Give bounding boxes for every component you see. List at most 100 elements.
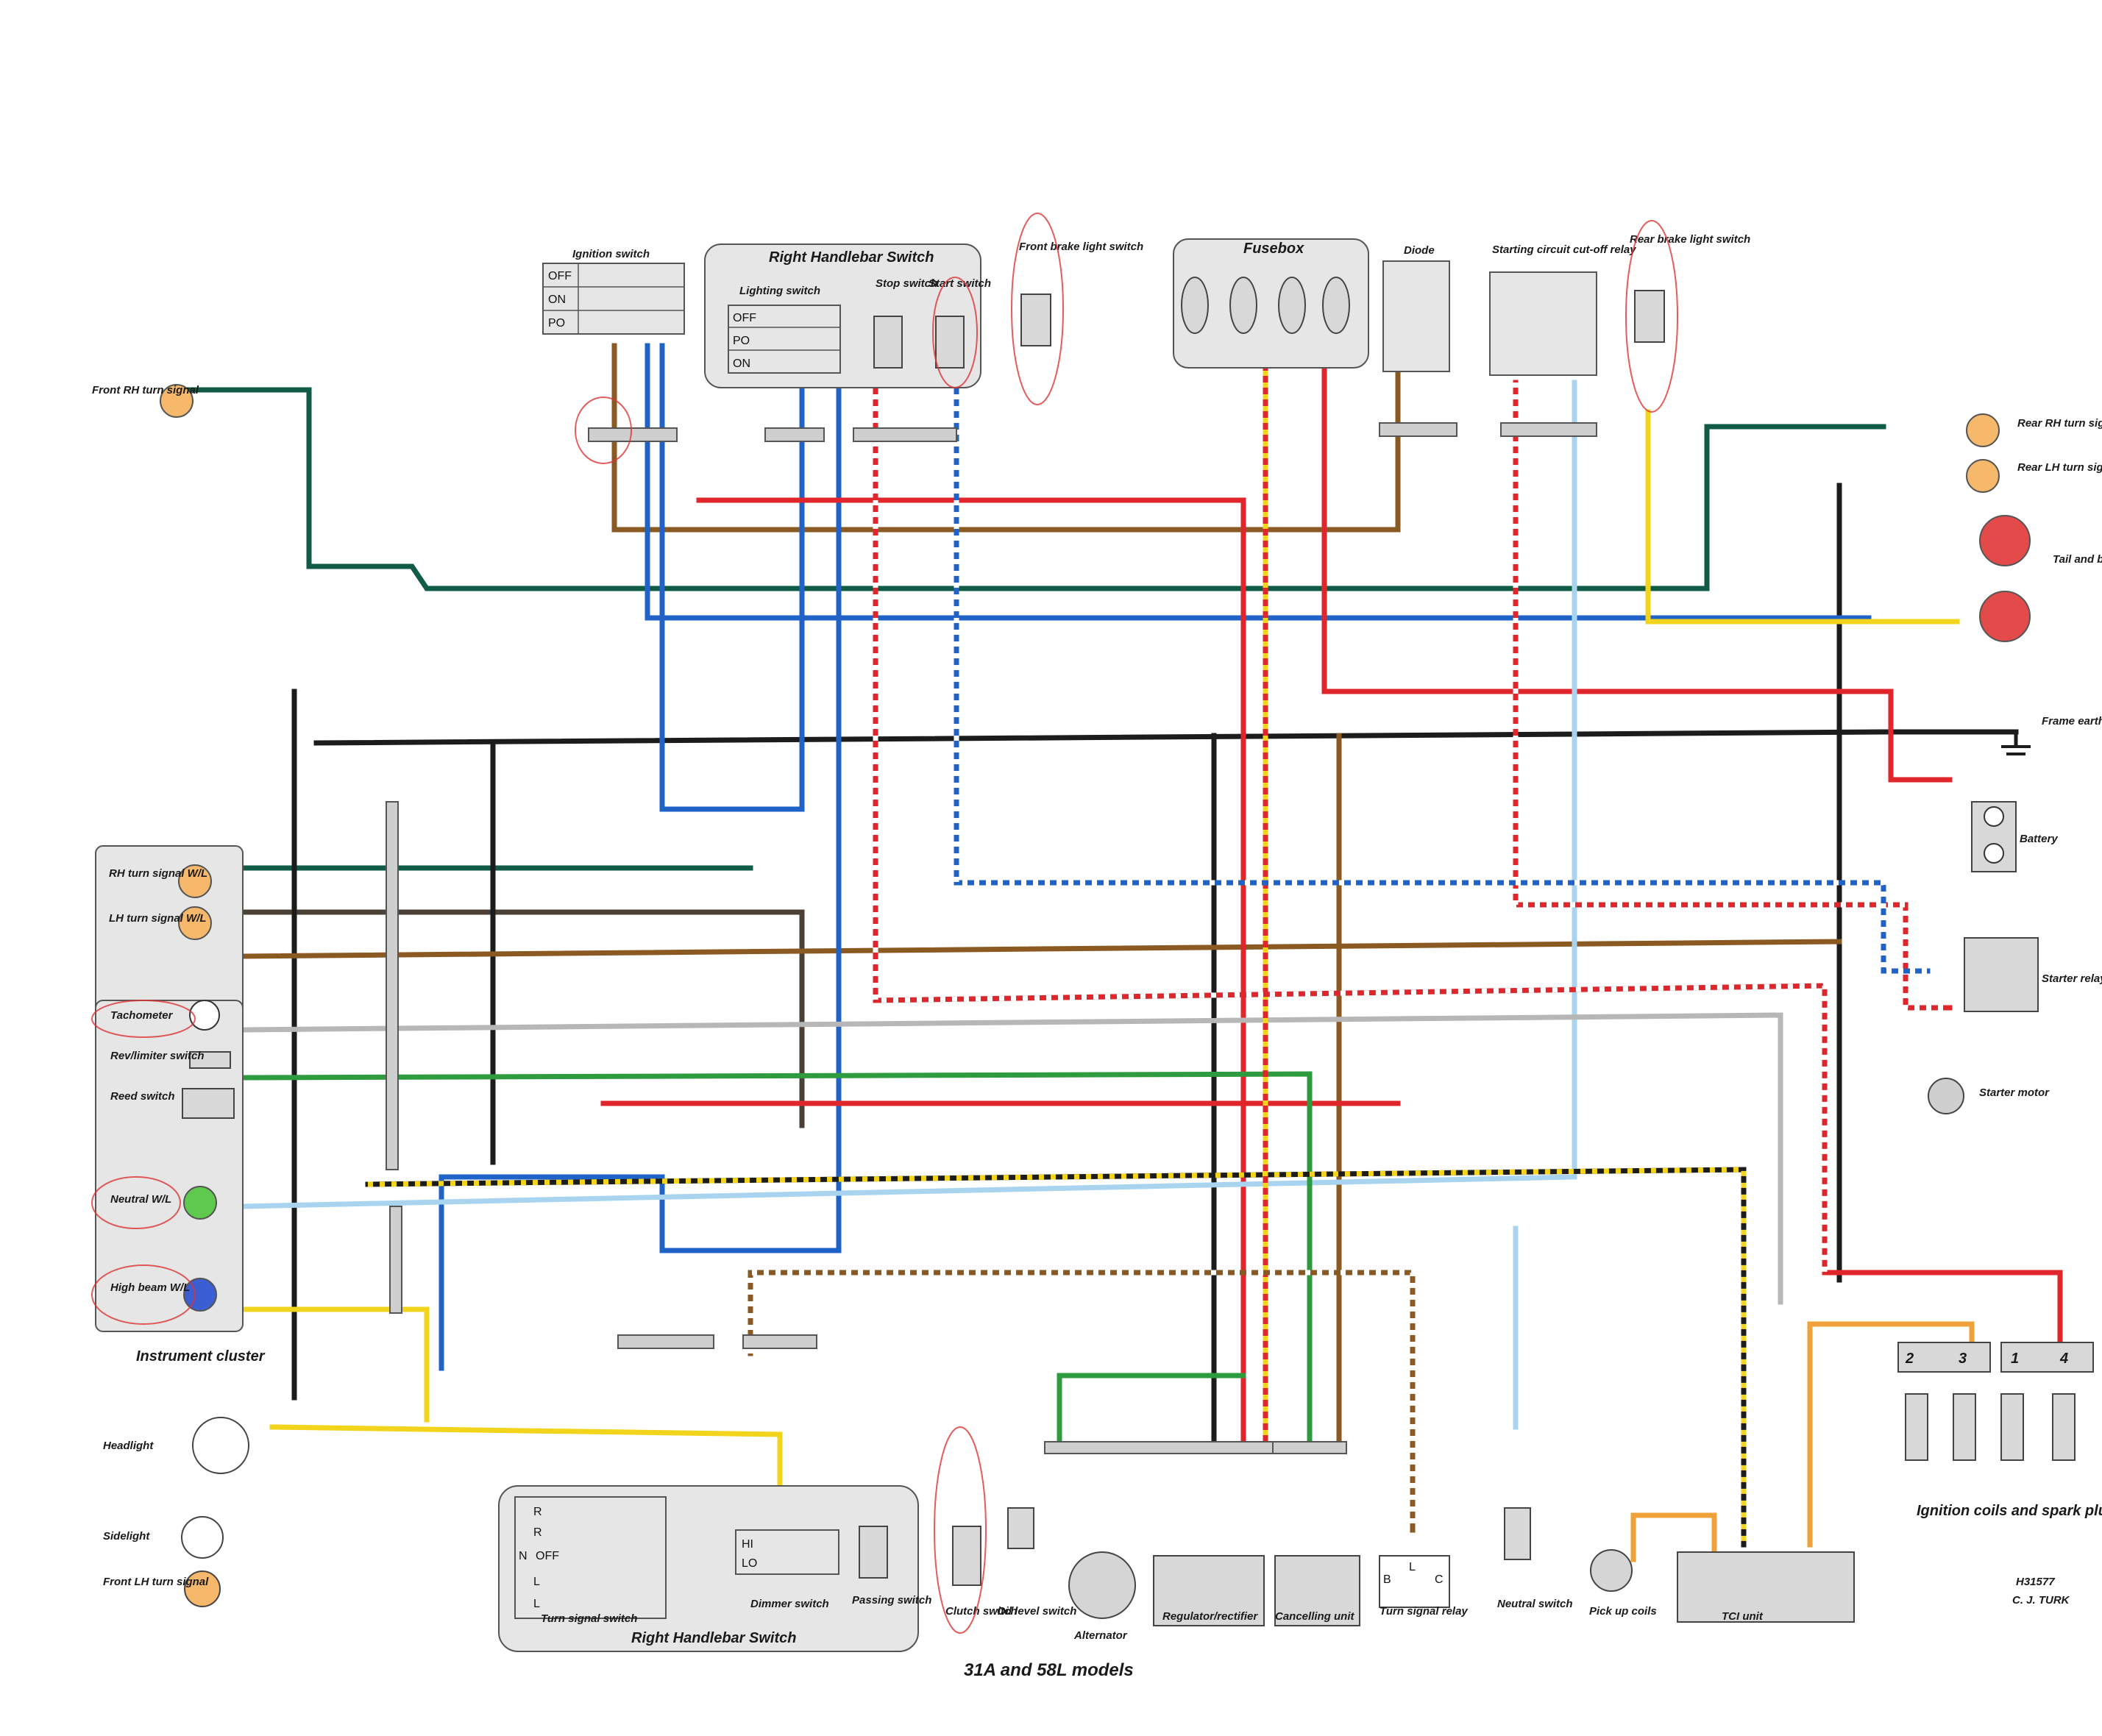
mark-circle-rear-brake [1625, 220, 1678, 413]
wire-black-yellow-tracer [367, 1167, 1747, 1545]
connector-ign [588, 427, 678, 442]
ignition-pos-0: OFF [548, 270, 572, 282]
reference-code: H31577 [2016, 1576, 2055, 1588]
rear-brake-light-switch[interactable]: Rear brake light switch [1630, 233, 1750, 343]
alternator-label: Alternator [1073, 1629, 1128, 1642]
wire-green-alt [1057, 1373, 1246, 1445]
connector-start [853, 427, 957, 442]
front-lh-turn-label: Front LH turn signal [103, 1576, 209, 1588]
wire-red-white-2-base [873, 380, 1828, 1276]
wire-orange-pickup [1630, 1512, 1717, 1570]
wire-red-main [696, 497, 1246, 1445]
wire-green-dash [240, 1071, 1313, 1445]
wire-frame-earth [313, 729, 2019, 746]
instrument-cluster-label: Instrument cluster [136, 1348, 266, 1365]
clutch-switch-label: Clutch switch [945, 1605, 1018, 1618]
wire-brown-cluster [240, 939, 1842, 959]
front-brake-light-switch[interactable]: Front brake light switch [1019, 241, 1143, 346]
neutral-wl-label: Neutral W/L [110, 1193, 171, 1206]
lighting-pos-0: OFF [733, 312, 756, 324]
rear-lh-turn-signal: Rear LH turn signal [1966, 459, 2102, 493]
rear-rh-turn-signal: Rear RH turn signal [1966, 413, 2102, 447]
rear-lh-turn-label: Rear LH turn signal [2017, 461, 2102, 474]
wire-blue-left [659, 343, 805, 812]
connector-relay [1500, 422, 1597, 437]
turn-pos-0: R [533, 1506, 542, 1518]
lighting-pos-1: PO [733, 335, 750, 347]
clutch-switch[interactable]: Clutch switch [945, 1526, 1018, 1618]
starter-motor-label: Starter motor [1979, 1086, 2050, 1099]
headlight-label: Headlight [103, 1440, 154, 1452]
rh-switch-top-label: Right Handlebar Switch [769, 249, 934, 266]
wire-blue-white-base [954, 380, 1931, 974]
coil-num-3: 3 [1959, 1351, 1967, 1367]
wire-lh-turn [218, 909, 805, 1128]
turn-pos-2: N [519, 1550, 528, 1562]
front-rh-turn-label: Front RH turn signal [92, 384, 199, 396]
fusebox[interactable]: Fusebox [1173, 238, 1369, 369]
starting-circuit-relay[interactable]: Starting circuit cut-off relay [1489, 243, 1636, 376]
neutral-switch: Neutral switch [1497, 1507, 1573, 1610]
rear-brake-switch-label: Rear brake light switch [1630, 233, 1750, 246]
turn-signal-switch-label: Turn signal switch [541, 1612, 637, 1625]
mark-circle-tach [91, 1000, 196, 1038]
wire-red-white-2-tracer [873, 383, 1828, 1273]
diode-label: Diode [1404, 244, 1435, 257]
relay-term-b: B [1383, 1573, 1391, 1586]
tci-unit: TCI unit [1677, 1551, 1855, 1623]
fusebox-label: Fusebox [1243, 241, 1304, 257]
headlight: Headlight [103, 1417, 249, 1474]
battery-label: Battery [2020, 833, 2058, 845]
connector-vert-cluster [386, 801, 399, 1170]
connector-lower-1 [617, 1334, 714, 1349]
relay-term-l: L [1409, 1561, 1416, 1573]
ignition-coils-label: Ignition coils and spark plugs [1917, 1503, 2102, 1519]
right-handlebar-switch-bottom[interactable]: R R N OFF L L Turn signal switch HI LO D… [498, 1485, 931, 1652]
connector-light [764, 427, 825, 442]
lighting-pos-2: ON [733, 357, 750, 370]
stop-switch-label: Stop switch [876, 277, 937, 290]
sidelight: Sidelight [103, 1516, 224, 1559]
coil-num-4: 4 [2059, 1351, 2068, 1367]
mark-circle-clutch [934, 1426, 987, 1634]
lighting-switch-label: Lighting switch [739, 285, 820, 297]
passing-switch-label: Passing switch [852, 1594, 931, 1607]
dimmer-switch-label: Dimmer switch [750, 1598, 829, 1610]
component-layer: Ignition switch OFF ON PO Right Handleba… [91, 213, 2102, 1652]
oil-level-label: Oil level switch [997, 1605, 1076, 1618]
cancelling-unit: Cancelling unit [1274, 1555, 1360, 1626]
regulator-label: Regulator/rectifier [1162, 1610, 1258, 1623]
connector-lower-2 [742, 1334, 817, 1349]
wire-yellow-rear [1645, 409, 1960, 625]
alternator: Alternator [1068, 1551, 1136, 1642]
ignition-switch[interactable]: Ignition switch OFF ON PO [542, 248, 685, 335]
turn-signal-relay: L B C Turn signal relay [1379, 1555, 1468, 1618]
mark-circle-highbeam [91, 1264, 196, 1325]
ignition-switch-label: Ignition switch [572, 248, 650, 260]
dimmer-pos-0: HI [742, 1538, 753, 1551]
frame-earth-label: Frame earth [2042, 715, 2102, 728]
wire-red-white-base [1513, 380, 1953, 1011]
pickup-coils-label: Pick up coils [1589, 1605, 1657, 1618]
ignition-pos-1: ON [548, 294, 566, 306]
turn-pos-5: L [533, 1598, 540, 1610]
starter-relay-label: Starter relay [2042, 972, 2102, 985]
right-handlebar-switch-top[interactable]: Right Handlebar Switch Lighting switch O… [704, 243, 991, 388]
starter-relay: Starter relay [1964, 937, 2102, 1012]
turn-pos-4: L [533, 1576, 540, 1588]
frame-earth: Frame earth [2001, 715, 2102, 755]
battery: Battery [1971, 801, 2058, 872]
tachometer-label: Tachometer [110, 1009, 174, 1022]
dimmer-pos-1: LO [742, 1557, 757, 1570]
starting-relay-label: Starting circuit cut-off relay [1492, 243, 1636, 256]
coil-num-1: 1 [2011, 1351, 2019, 1367]
diode[interactable]: Diode [1382, 244, 1450, 372]
turn-relay-label: Turn signal relay [1380, 1605, 1468, 1618]
mark-circle-ign [575, 396, 632, 464]
wire-brown-white-tracer [748, 1270, 1416, 1530]
connector-diode [1379, 422, 1457, 437]
wire-orange-coils [1807, 1321, 1975, 1548]
